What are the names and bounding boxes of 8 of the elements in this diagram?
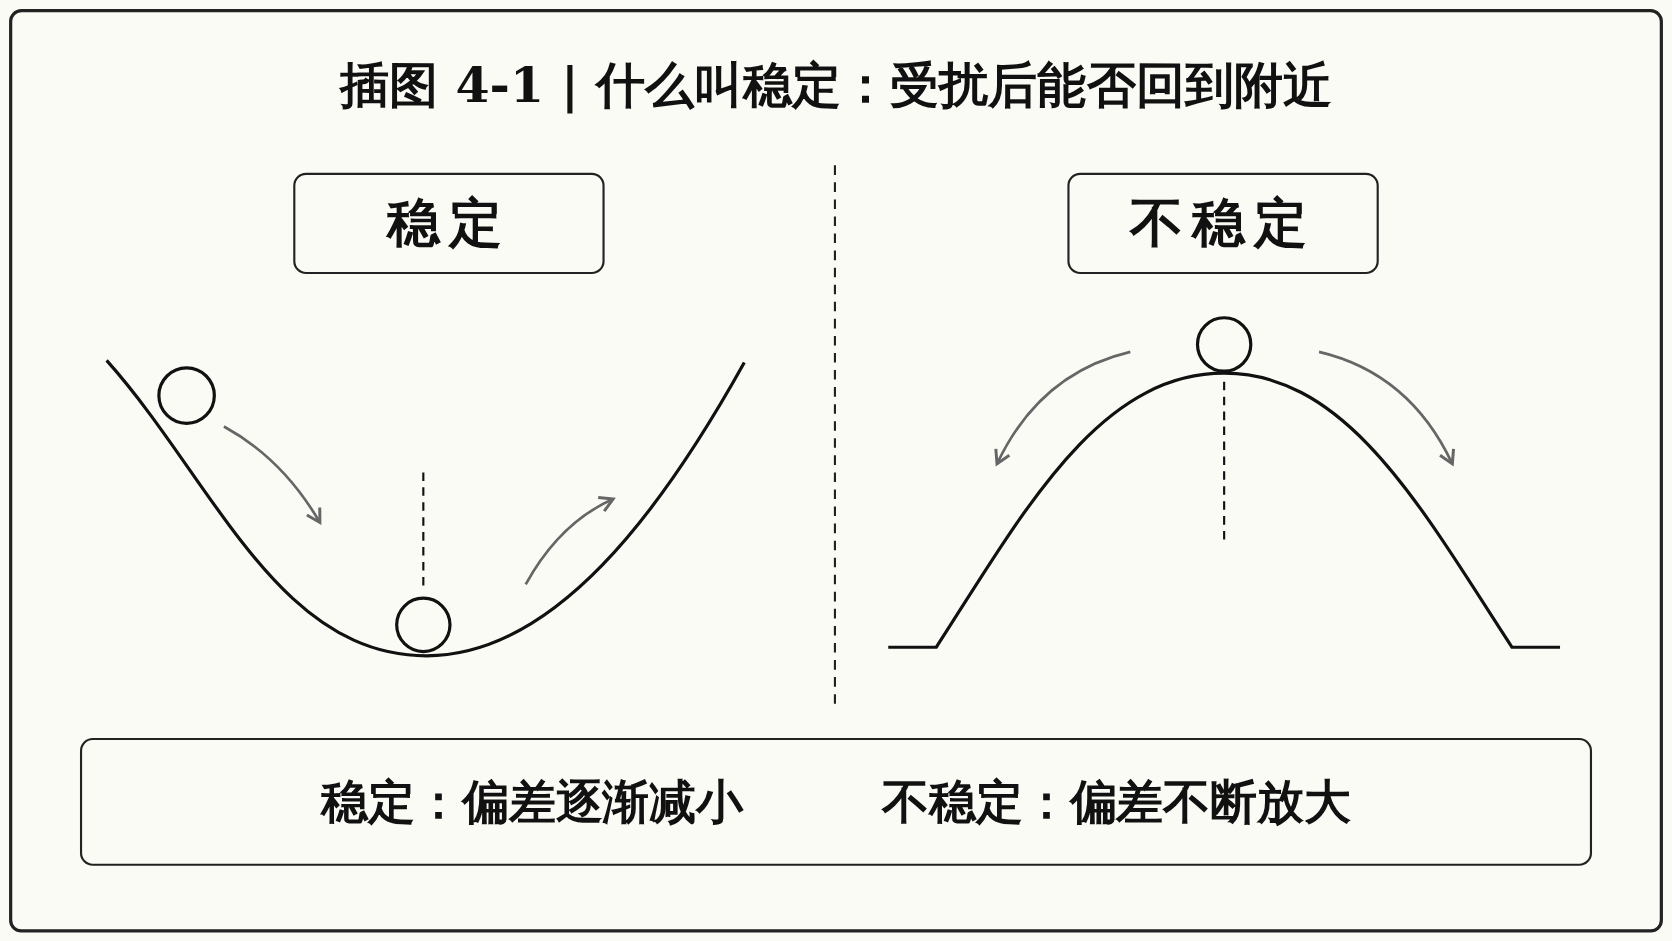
summary-text: 不稳定：偏差不断放大 [881,772,1352,830]
summary-panel [79,737,1593,866]
summary-text: 稳定：偏差逐渐减小 [320,772,744,830]
heading-text: 不稳定 [1130,189,1316,256]
heading-panel [293,172,605,275]
title: 插图 4-1 | 什么叫稳定：受扰后能否回到附近 [338,55,1333,117]
heading-panel [1067,172,1379,275]
heading-text: 稳定 [387,189,511,256]
